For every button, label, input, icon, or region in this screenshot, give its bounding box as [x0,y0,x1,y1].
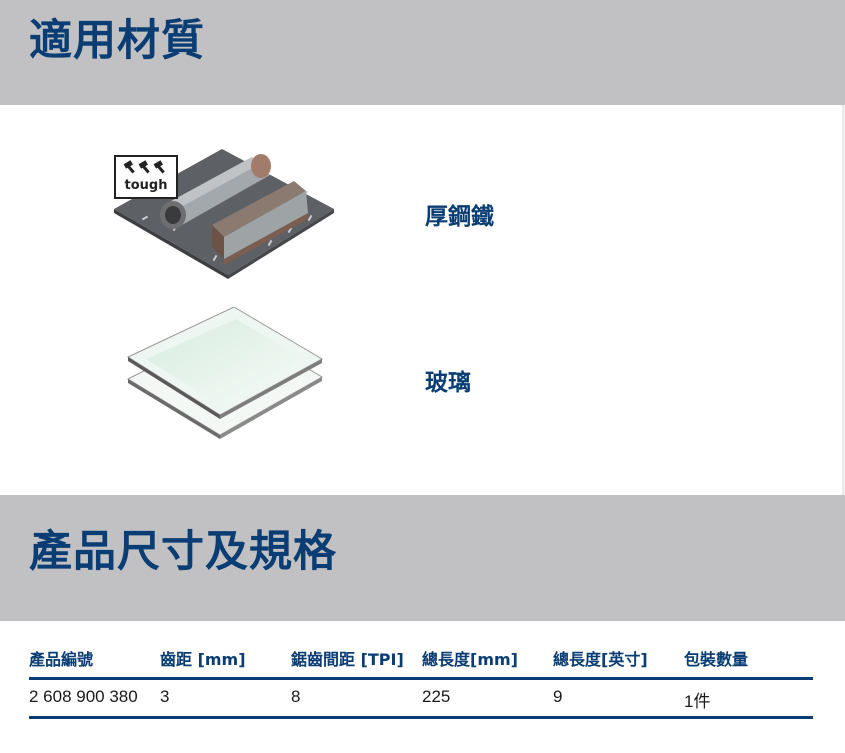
cell-tooth-pitch: 3 [160,687,170,706]
specs-header-band: 產品尺寸及規格 [0,495,845,621]
header-article-number: 產品編號 [29,650,94,669]
table-row: 2 608 900 380 3 8 225 9 1件 [29,680,813,719]
cell-length-inch: 9 [553,687,563,706]
specs-header-row: 產品編號 齒距 [mm] 鋸齒間距 [TPI] 總長度[mm] 總長度[英寸] … [29,640,813,680]
header-tooth-pitch: 齒距 [mm] [160,650,246,669]
thick-steel-image: tough [112,147,337,282]
header-pack-quantity: 包裝數量 [684,650,749,669]
material-label-glass: 玻璃 [425,370,471,396]
materials-section-title: 適用材質 [29,16,205,66]
tough-rating-badge: tough [114,155,178,199]
material-item-glass: 玻璃 [0,305,845,455]
material-item-steel: tough 厚鋼鐵 [0,147,845,287]
materials-section: tough 厚鋼鐵 玻璃 [0,105,845,495]
header-length-mm: 總長度[mm] [422,650,518,669]
materials-header-band: 適用材質 [0,0,845,105]
cell-pack-quantity: 1件 [684,692,711,711]
header-tpi: 鋸齒間距 [TPI] [291,650,404,669]
glass-sheets-image [124,306,328,447]
hammer-icon [116,160,176,178]
tough-label: tough [124,178,168,193]
cell-length-mm: 225 [422,687,451,706]
cell-article-number: 2 608 900 380 [29,687,138,706]
cell-tpi: 8 [291,687,301,706]
specs-table: 產品編號 齒距 [mm] 鋸齒間距 [TPI] 總長度[mm] 總長度[英寸] … [29,640,813,719]
specs-section-title: 產品尺寸及規格 [29,527,337,577]
material-label-steel: 厚鋼鐵 [425,204,494,230]
header-length-inch: 總長度[英寸] [553,650,648,669]
